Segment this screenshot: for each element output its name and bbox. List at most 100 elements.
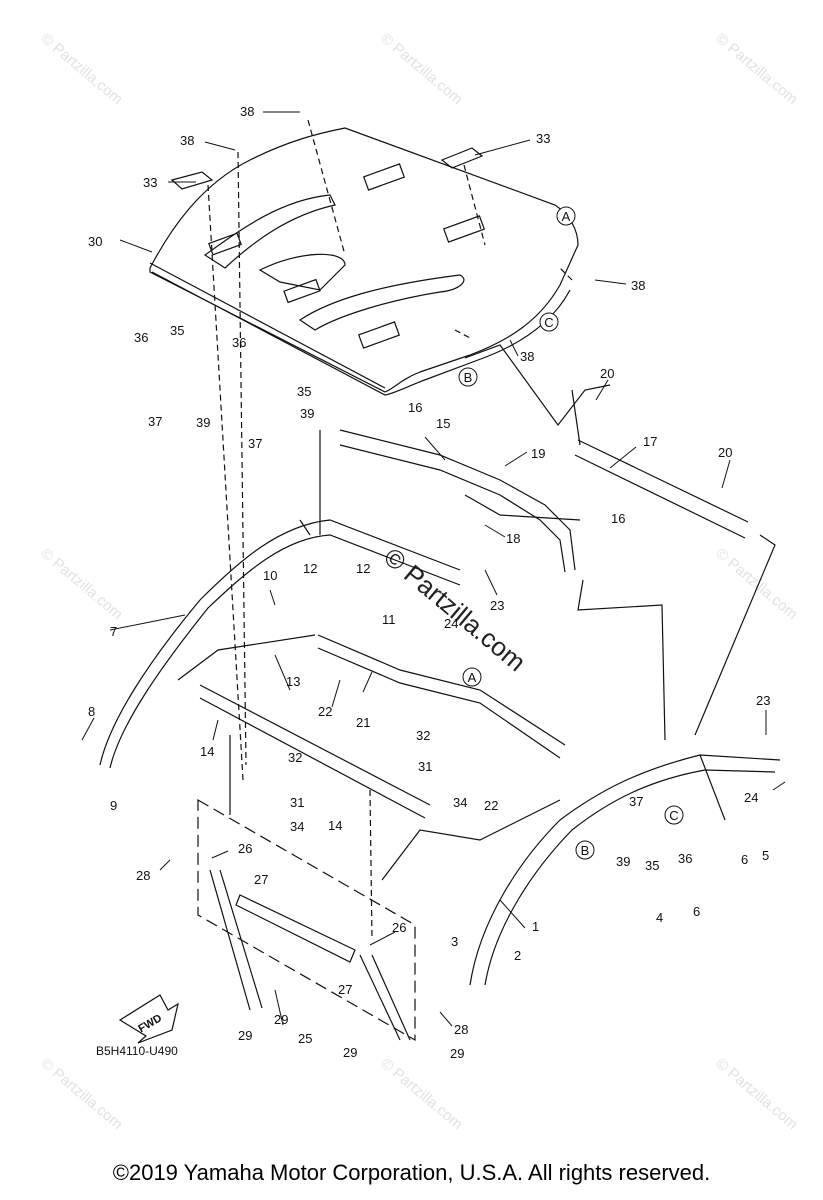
- part-number: 32: [416, 728, 430, 743]
- watermark: © Partzilla.com: [377, 30, 465, 108]
- part-number: 12: [356, 561, 370, 576]
- part-number: 37: [148, 414, 162, 429]
- watermark: © Partzilla.com: [37, 545, 125, 623]
- crossbar-mid: [317, 634, 566, 746]
- part-number: 13: [286, 674, 300, 689]
- part-number: 35: [170, 323, 184, 338]
- diagram-code: B5H4110-U490: [96, 1044, 178, 1058]
- part-number: 29: [238, 1028, 252, 1043]
- part-number: 16: [408, 400, 422, 415]
- part-number: 35: [297, 384, 311, 399]
- part-number: 35: [645, 858, 659, 873]
- part-number: 3: [451, 934, 458, 949]
- watermark: © Partzilla.com: [37, 1055, 125, 1133]
- roof-rib: [298, 274, 465, 331]
- roof-bracket: [440, 147, 484, 169]
- part-number: 4: [656, 910, 663, 925]
- part-number: 5: [762, 848, 769, 863]
- part-number: 20: [718, 445, 732, 460]
- leader-lines: [81, 111, 786, 1027]
- part-number: 38: [240, 104, 254, 119]
- net-bar: [235, 894, 356, 963]
- part-number: 12: [303, 561, 317, 576]
- roof-recess: [283, 278, 321, 304]
- part-number: 36: [678, 851, 692, 866]
- rear-bar: [577, 439, 749, 523]
- part-number: 32: [288, 750, 302, 765]
- roof-recess: [208, 232, 242, 256]
- part-number: 23: [490, 598, 504, 613]
- part-number: 19: [531, 446, 545, 461]
- roof-bracket: [170, 171, 214, 190]
- part-number: 7: [110, 624, 117, 639]
- dashed-guides: [207, 119, 573, 941]
- watermark: © Partzilla.com: [377, 1055, 465, 1133]
- part-number: 28: [136, 868, 150, 883]
- copyright-footer: ©2019 Yamaha Motor Corporation, U.S.A. A…: [112, 1160, 711, 1185]
- ref-marker: C: [669, 808, 678, 823]
- roof-recess: [442, 215, 486, 243]
- guide-lines: [177, 344, 776, 881]
- watermark-layer: © Partzilla.com © Partzilla.com © Partzi…: [37, 30, 800, 1133]
- rear-frame: [469, 754, 781, 986]
- ref-marker: B: [581, 843, 590, 858]
- part-number: 24: [444, 616, 458, 631]
- ref-marker: A: [468, 670, 477, 685]
- part-number: 15: [436, 416, 450, 431]
- roof-recess: [357, 321, 401, 349]
- part-number: 29: [450, 1046, 464, 1061]
- watermark: © Partzilla.com: [712, 1055, 800, 1133]
- part-number: 2: [514, 948, 521, 963]
- watermark: © Partzilla.com: [712, 30, 800, 108]
- part-number: 23: [756, 693, 770, 708]
- part-number: 28: [454, 1022, 468, 1037]
- part-number: 29: [343, 1045, 357, 1060]
- part-number: 27: [254, 872, 268, 887]
- drawing-layer: [99, 119, 781, 1044]
- part-number: 25: [298, 1031, 312, 1046]
- part-number: 36: [232, 335, 246, 350]
- part-number: 10: [263, 568, 277, 583]
- part-number: 8: [88, 704, 95, 719]
- fwd-arrow-icon: [118, 994, 179, 1044]
- part-number: 34: [290, 819, 304, 834]
- part-number: 33: [536, 131, 550, 146]
- part-number: 38: [631, 278, 645, 293]
- part-number: 6: [741, 852, 748, 867]
- side-frame-left: [99, 519, 461, 766]
- part-number: 16: [611, 511, 625, 526]
- part-number: 17: [643, 434, 657, 449]
- part-number: 18: [506, 531, 520, 546]
- roof-rib: [203, 194, 336, 269]
- part-number: 36: [134, 330, 148, 345]
- part-number-labels: 1 2 3 4 5 6 6 7 8 9 10 11 12 12 13 14 14…: [88, 104, 770, 1061]
- part-number: 24: [744, 790, 758, 805]
- part-number: 37: [629, 794, 643, 809]
- part-number: 34: [453, 795, 467, 810]
- front-crossbar: [339, 429, 576, 571]
- part-number: 29: [274, 1012, 288, 1027]
- ref-marker: A: [562, 209, 571, 224]
- part-number: 39: [616, 854, 630, 869]
- fwd-label: FWD: [136, 1012, 164, 1035]
- part-number: 33: [143, 175, 157, 190]
- part-number: 37: [248, 436, 262, 451]
- part-number: 21: [356, 715, 370, 730]
- part-number: 39: [300, 406, 314, 421]
- part-number: 22: [318, 704, 332, 719]
- part-number: 38: [180, 133, 194, 148]
- ref-marker: C: [544, 315, 553, 330]
- roof-panel: [149, 127, 579, 393]
- net-strap: [359, 954, 401, 1041]
- part-number: 30: [88, 234, 102, 249]
- part-number: 1: [532, 919, 539, 934]
- crossbar-lower: [199, 684, 431, 806]
- watermark: © Partzilla.com: [712, 545, 800, 623]
- net-strap: [209, 869, 251, 1011]
- roof-recess: [362, 163, 406, 191]
- part-number: 6: [693, 904, 700, 919]
- part-number: 11: [382, 612, 396, 627]
- ref-markers: [458, 206, 684, 860]
- part-number: 31: [418, 759, 432, 774]
- ref-marker-labels: A A B B C C: [464, 209, 679, 858]
